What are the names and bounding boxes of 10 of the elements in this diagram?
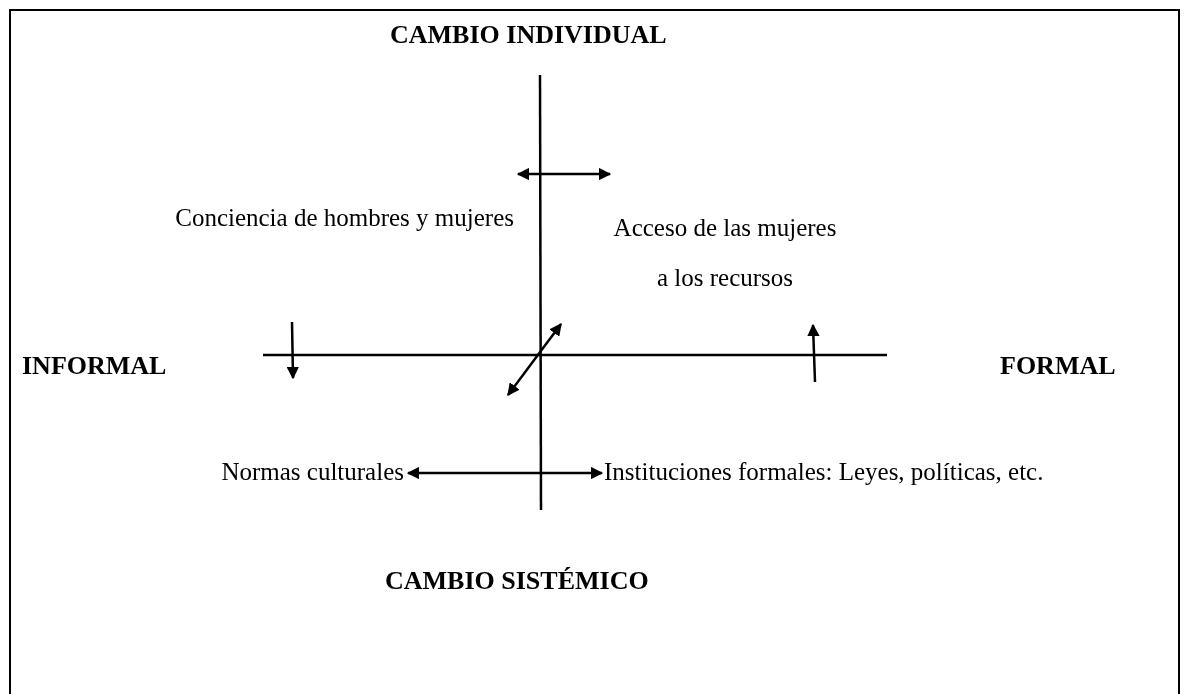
axis-label: INFORMAL xyxy=(22,351,167,381)
axis-label: CAMBIO INDIVIDUAL xyxy=(390,20,667,50)
quadrant-label: Acceso de las mujeres a los recursos xyxy=(613,214,837,291)
quadrant-label: Conciencia de hombres y mujeres xyxy=(175,204,514,231)
axis-label: FORMAL xyxy=(1000,351,1116,381)
quadrant-label: Normas culturales xyxy=(221,458,404,485)
double-arrow xyxy=(406,466,604,480)
double-arrow xyxy=(516,167,612,181)
axis-label: CAMBIO SISTÉMICO xyxy=(385,566,649,596)
quadrant-label: Instituciones formales: Leyes, políticas, etc. xyxy=(604,458,1044,485)
